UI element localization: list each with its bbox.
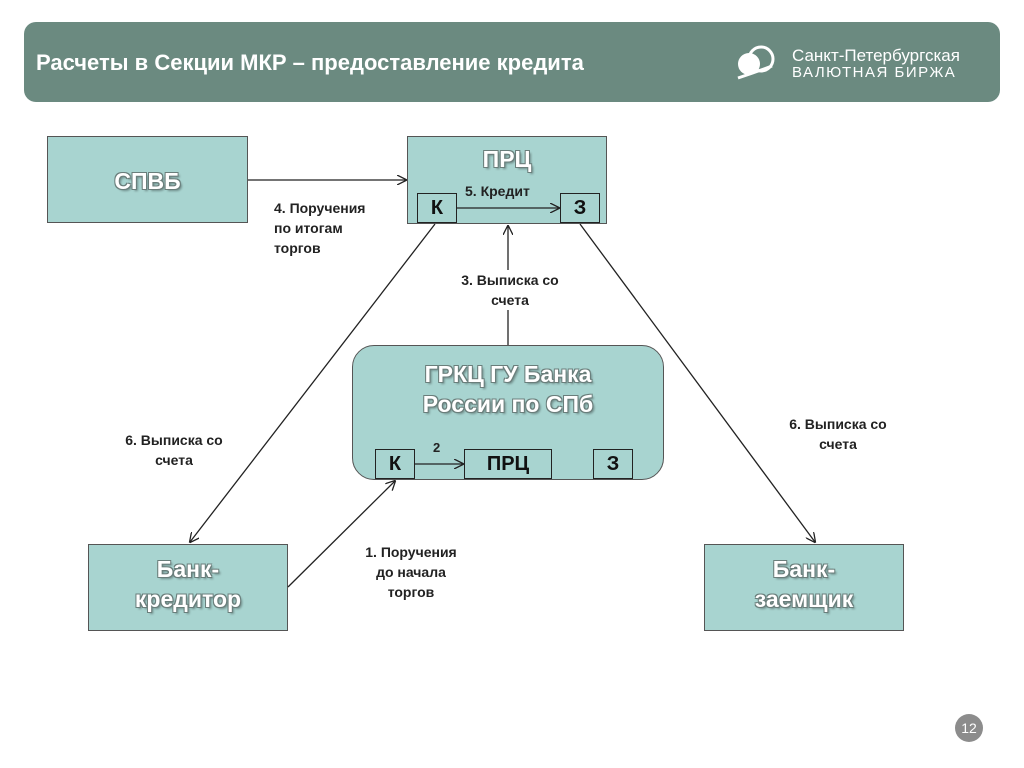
bank-creditor-node: Банк- кредитор [88,544,288,631]
step4-label: 4. Поручения по итогам торгов [274,198,366,258]
page-number-badge: 12 [955,714,983,742]
bank-creditor-label-line2: кредитор [134,586,242,612]
bank-borrower-node: Банк- заемщик [704,544,904,631]
grkc-label-line1: ГРКЦ ГУ Банка [424,361,592,387]
bank-borrower-label-line1: Банк- [772,556,836,582]
logo-mark-icon [737,45,775,80]
spvb-node: СПВБ [47,136,248,223]
step5-label: 5. Кредит [465,183,530,199]
prc-label: ПРЦ [482,146,532,172]
step6-right-label: 6. Выписка со счета [768,414,908,454]
step3-label: 3. Выписка со счета [440,270,580,310]
bank-creditor-label-line1: Банк- [156,556,220,582]
arrow-prc-to-bank-borrower [579,223,815,542]
arrow-prc-to-bank-creditor [190,223,436,542]
grkc-k-box: К [375,449,415,479]
bank-borrower-label-line2: заемщик [754,586,854,612]
step1-label: 1. Поручения до начала торгов [365,544,457,600]
grkc-label-line2: России по СПб [422,391,594,417]
logo-text-line2: ВАЛЮТНАЯ БИРЖА [792,64,957,81]
prc-z-box: З [560,193,600,223]
prc-k-box: К [417,193,457,223]
spvb-label: СПВБ [114,168,181,194]
grkc-z-box: З [593,449,633,479]
logo-text-line1: Санкт-Петербургская [792,46,960,65]
step2-label: 2 [433,440,441,455]
header-bar: Расчеты в Секции МКР – предоставление кр… [24,22,1000,102]
slide-title: Расчеты в Секции МКР – предоставление кр… [36,50,584,75]
arrow-bank-creditor-to-grkc [287,481,395,588]
step6-left-label: 6. Выписка со счета [104,430,244,470]
exchange-logo: Санкт-Петербургская ВАЛЮТНАЯ БИРЖА [736,42,986,86]
grkc-prc-box: ПРЦ [464,449,552,479]
